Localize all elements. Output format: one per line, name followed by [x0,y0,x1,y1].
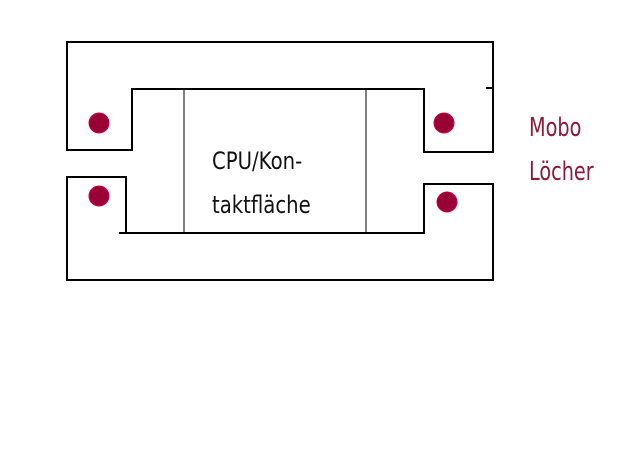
mobo-hole-top-right [433,112,455,134]
cpu-label-line-2: taktfläche [212,191,311,219]
bracket-top-left [66,41,185,151]
bracket-bottom-left [66,176,185,281]
mobo-holes-label: Mobo Löcher [529,106,594,194]
mobo-hole-bottom-left [88,185,110,207]
mobo-label-line-1: Mobo [529,113,582,143]
bracket-top-right [365,41,494,153]
mobo-label-line-2: Löcher [529,157,594,187]
cpu-contact-label: CPU/Kon- taktfläche [212,139,311,227]
mobo-hole-bottom-right [436,191,458,213]
cpu-label-line-1: CPU/Kon- [212,147,303,175]
cpu-contact-surface [183,88,367,234]
mobo-hole-top-left [88,112,110,134]
bracket-bottom-right [183,183,494,281]
